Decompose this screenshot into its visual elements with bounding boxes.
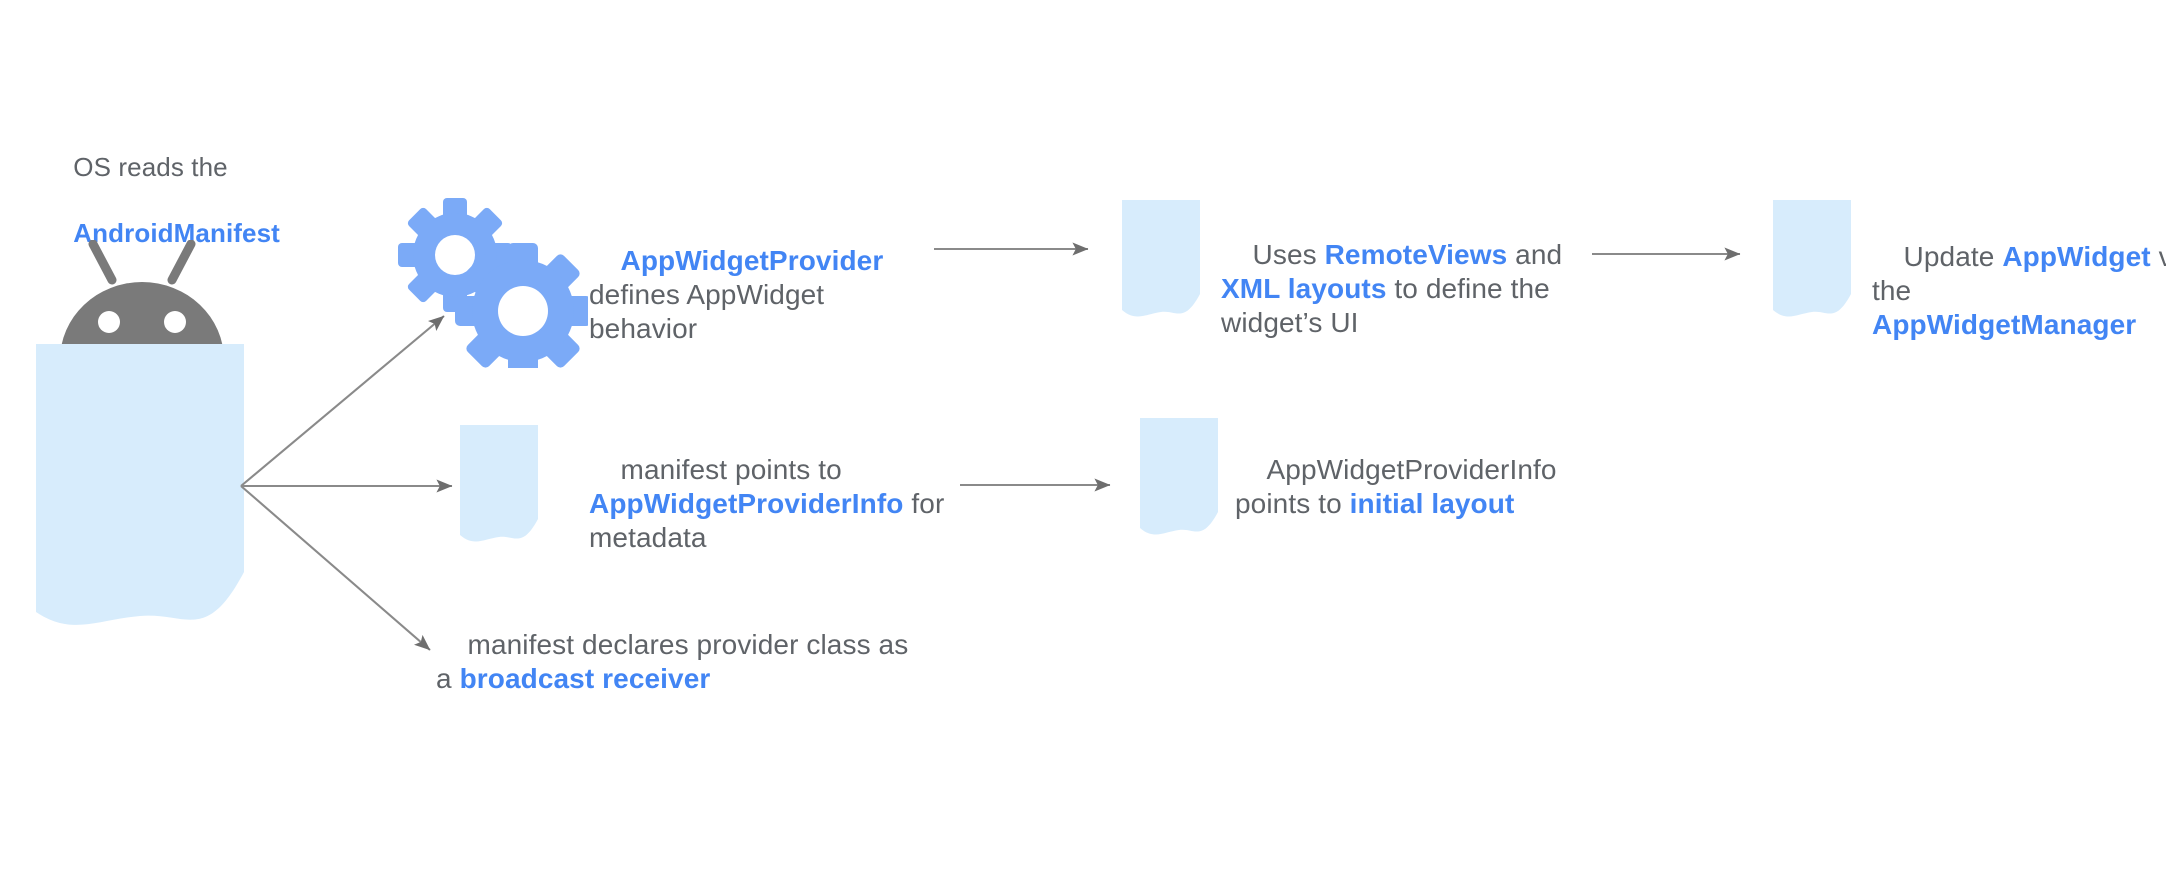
- remoteviews-seg-2: and: [1515, 239, 1563, 270]
- android-robot-icon: [52, 239, 232, 360]
- appwidgetprovider-keyword: AppWidgetProvider: [620, 245, 884, 276]
- remoteviews-seg-4: to define the widget’s UI: [1221, 273, 1550, 338]
- node-appwidgetmanager-label: Update AppWidget via the AppWidgetManage…: [1872, 206, 2166, 376]
- remoteviews-document-icon: [1122, 200, 1200, 320]
- providerinfo-seg-0: manifest points to: [620, 454, 842, 485]
- gears-icon: [398, 198, 591, 379]
- appwidgetmanager-seg-2: via the: [1872, 241, 2166, 306]
- providerinfo-seg-2: for metadata: [589, 488, 945, 553]
- appwidgetprovider-rest: defines AppWidget behavior: [589, 279, 825, 344]
- manifest-document-icon: [36, 344, 244, 634]
- appwidgetmanager-seg-0: Update: [1903, 241, 2003, 272]
- heading-line-2: AndroidManifest: [73, 218, 280, 248]
- node-providerinfo-label: manifest points to AppWidgetProviderInfo…: [589, 419, 969, 589]
- appwidgetmanager-document-icon: [1773, 200, 1851, 320]
- remoteviews-seg-0: Uses: [1252, 239, 1325, 270]
- edge-manifest-to-broadcastreceiver: [240, 485, 431, 651]
- providerinfo-document-icon: [460, 425, 538, 545]
- broadcastreceiver-keyword: broadcast receiver: [459, 663, 711, 694]
- broadcastreceiver-seg-0: manifest declares provider class as a: [436, 629, 909, 694]
- initiallayout-document-icon: [1140, 418, 1218, 538]
- appwidgetproviderinfo-keyword: AppWidgetProviderInfo: [589, 488, 904, 519]
- node-broadcastreceiver-label: manifest declares provider class as a br…: [436, 594, 956, 730]
- appwidget-keyword: AppWidget: [2002, 241, 2151, 272]
- remoteviews-keyword: RemoteViews: [1324, 239, 1508, 270]
- xmllayouts-keyword: XML layouts: [1221, 273, 1387, 304]
- initiallayout-keyword: initial layout: [1349, 488, 1515, 519]
- initiallayout-seg-0: AppWidgetProviderInfo points to: [1235, 454, 1557, 519]
- page-title: OS reads the AndroidManifest: [44, 118, 444, 283]
- appwidgetmanager-keyword: AppWidgetManager: [1872, 309, 2137, 340]
- node-initiallayout-label: AppWidgetProviderInfo points to initial …: [1235, 419, 1575, 555]
- node-appwidgetprovider-label: AppWidgetProvider defines AppWidget beha…: [589, 210, 919, 380]
- node-remoteviews-label: Uses RemoteViews and XML layouts to defi…: [1221, 204, 1581, 374]
- heading-line-1: OS reads the: [73, 152, 228, 182]
